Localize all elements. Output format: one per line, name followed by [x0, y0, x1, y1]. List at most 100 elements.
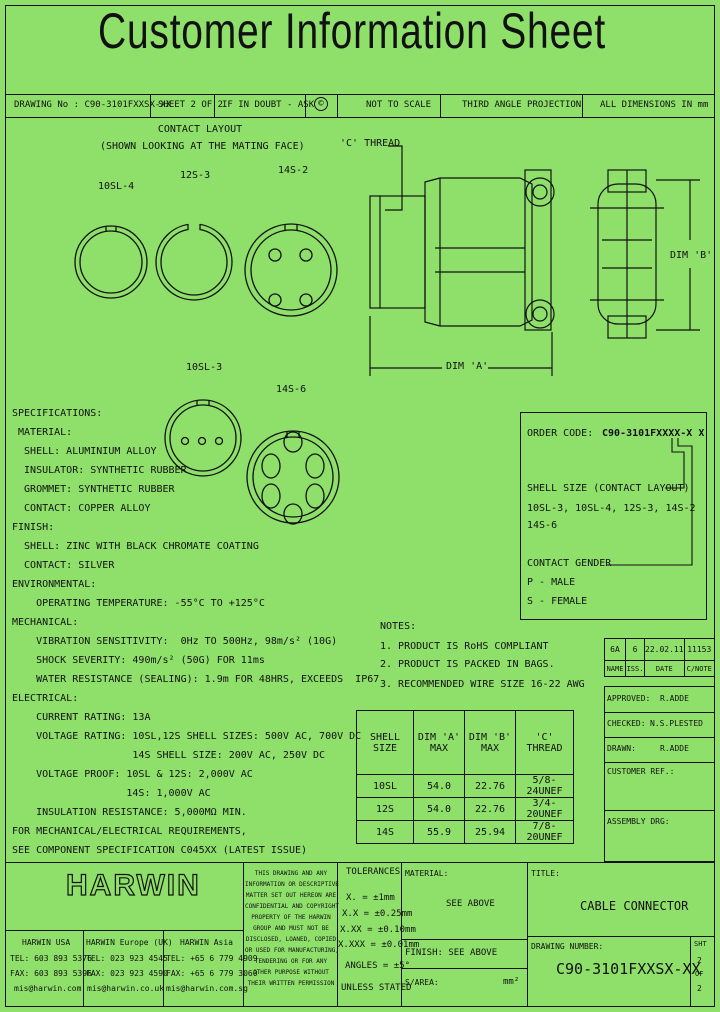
office-usa-tel: TEL: 603 893 5376 [10, 954, 92, 963]
revision-header: DATE [644, 660, 685, 677]
contact-layout-drawings [74, 199, 340, 525]
office-uk-tel: TEL: 023 923 4545 [86, 954, 168, 963]
legal-line: INFORMATION OR DESCRIPTIVE [245, 881, 339, 888]
layout-label-14s-6: 14S-6 [276, 384, 307, 395]
divider [401, 968, 527, 969]
note-line: 3. RECOMMENDED WIRE SIZE 16-22 AWG [380, 679, 585, 690]
legal-line: THEIR WRITTEN PERMISSION [247, 980, 335, 987]
spec-line: GROMMET: SYNTHETIC RUBBER [12, 484, 175, 495]
divider [5, 862, 715, 863]
spec-line: ENVIRONMENTAL: [12, 579, 97, 590]
sheet-total: 2 [697, 984, 702, 993]
table-cell: 54.0 [413, 774, 465, 798]
legal-line: OR USED FOR MANUFACTURING, [245, 947, 339, 954]
order-code-value: C90-3101FXXXX-X X [602, 428, 705, 439]
spec-line: ELECTRICAL: [12, 693, 79, 704]
sheet-label: SHT [694, 940, 707, 948]
finish-value: FINISH: SEE ABOVE [405, 948, 498, 958]
spec-line: SEE COMPONENT SPECIFICATION C045XX (LATE… [12, 845, 308, 856]
divider [214, 94, 215, 117]
spec-line: 14S SHELL SIZE: 200V AC, 250V DC [12, 750, 326, 761]
divider [83, 930, 84, 1007]
surface-area-label: S/AREA: [405, 978, 439, 987]
divider [604, 762, 715, 763]
shell-size-line: 14S-6 [527, 520, 558, 531]
order-code-box [520, 412, 707, 620]
angles-tolerance: ANGLES = ±5° [345, 961, 411, 971]
office-asia-tel: TEL: +65 6 779 4909 [166, 954, 258, 963]
office-uk-fax: FAX: 023 923 4590 [86, 969, 168, 978]
spec-line: SPECIFICATIONS: [12, 408, 103, 419]
copyright-icon: © [314, 97, 328, 111]
revision-header: NAME [604, 660, 626, 677]
tolerance-line: X.XXX = ±0.01mm [338, 940, 420, 950]
spec-line: SHOCK SEVERITY: 490m/s² (50G) FOR 11ms [12, 655, 265, 666]
table-cell: 55.9 [413, 820, 465, 844]
spec-line: VIBRATION SENSITIVITY: 0Hz TO 500Hz, 98m… [12, 636, 338, 647]
approvals-block [604, 686, 715, 862]
tolerance-line: X.XX = ±0.10mm [340, 925, 416, 935]
table-row: 12S 54.0 22.76 3/4-20UNEF [356, 797, 574, 821]
c-thread-label: 'C' THREAD [340, 138, 401, 149]
revision-table: 6A 6 22.02.11 11153 NAME ISS. DATE C/NOT… [604, 638, 716, 677]
divider [243, 862, 244, 1007]
projection: THIRD ANGLE PROJECTION [462, 100, 582, 110]
spec-line: VOLTAGE PROOF: 10SL & 12S: 2,000V AC [12, 769, 253, 780]
table-cell: 12S [356, 797, 414, 821]
divider [604, 737, 715, 738]
spec-line: CURRENT RATING: 13A [12, 712, 151, 723]
office-usa-email: mis@harwin.com [14, 984, 82, 993]
drawing-number-label: DRAWING NUMBER: [531, 942, 604, 951]
divider [5, 117, 715, 118]
contact-gender-line: S - FEMALE [527, 596, 588, 607]
spec-line: CONTACT: COPPER ALLOY [12, 503, 151, 514]
office-asia-fax: FAX: +65 6 779 3060 [166, 969, 258, 978]
spec-line: OPERATING TEMPERATURE: -55°C TO +125°C [12, 598, 265, 609]
divider [337, 862, 338, 1007]
legal-line: THIS DRAWING AND ANY [254, 870, 328, 877]
not-to-scale: NOT TO SCALE [366, 100, 432, 110]
tolerance-line: X. = ±1mm [346, 893, 395, 903]
approved-value: R.ADDE [660, 694, 689, 703]
layout-label-10sl-4: 10SL-4 [98, 181, 135, 192]
spec-line: CONTACT: SILVER [12, 560, 115, 571]
table-cell: 7/8-20UNEF [515, 820, 574, 844]
divider [163, 930, 164, 1007]
copyright-symbol: © [318, 99, 324, 109]
divider [604, 712, 715, 713]
drawn-value: R.ADDE [660, 744, 689, 753]
revision-cell: 6A [604, 638, 626, 661]
material-value: SEE ABOVE [446, 899, 495, 909]
approved-label: APPROVED: [607, 694, 651, 703]
checked-value: N.S.PLESTED [650, 719, 703, 728]
spec-line: INSULATION RESISTANCE: 5,000MΩ MIN. [12, 807, 247, 818]
table-header: SHELL SIZE [356, 710, 414, 775]
table-header: DIM 'B' MAX [464, 710, 516, 775]
legal-line: TENDERING OR FOR ANY [254, 958, 328, 965]
legal-line: PROPERTY OF THE HARWIN [251, 914, 331, 921]
divider [604, 810, 715, 811]
sheet-ref: SHEET 2 OF 2 [158, 100, 224, 110]
legal-line: DISCLOSED, LOANED, COPIED [245, 936, 337, 943]
divider [401, 862, 402, 1007]
table-cell: 22.76 [464, 774, 516, 798]
divider [5, 930, 243, 931]
table-row: 10SL 54.0 22.76 5/8-24UNEF [356, 774, 574, 798]
table-cell: 25.94 [464, 820, 516, 844]
table-cell: 10SL [356, 774, 414, 798]
revision-cell: 11153 [683, 638, 716, 661]
revision-cell: 6 [625, 638, 645, 661]
contact-gender-line: CONTACT GENDER [527, 558, 612, 569]
drawing-number-value: C90-3101FXXSX-XX [556, 960, 701, 978]
customer-ref-label: CUSTOMER REF.: [607, 767, 675, 776]
divider [582, 94, 583, 117]
layout-10sl-4 [74, 199, 148, 299]
contact-gender-line: P - MALE [527, 577, 576, 588]
tolerance-line: X.X = ±0.25mm [342, 909, 413, 919]
legal-notice: THIS DRAWING AND ANY INFORMATION OR DESC… [245, 868, 339, 989]
contact-layout-heading: CONTACT LAYOUT [157, 124, 243, 135]
dimensions-unit: ALL DIMENSIONS IN mm [600, 100, 709, 110]
order-code-label: ORDER CODE: [527, 428, 594, 439]
office-usa-fax: FAX: 603 893 5396 [10, 969, 92, 978]
note-line: 1. PRODUCT IS RoHS COMPLIANT [380, 641, 549, 652]
